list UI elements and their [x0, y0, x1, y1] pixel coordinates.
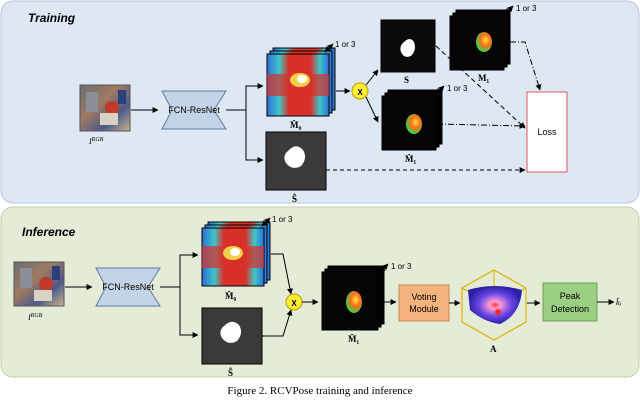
training-m1-stack [449, 9, 511, 71]
inference-input-label: IRGB [27, 313, 43, 322]
inference-m1-note-icon [379, 263, 389, 273]
svg-text:X: X [357, 88, 363, 97]
training-m0-note-icon [324, 43, 334, 53]
figure-caption: Figure 2. RCVPose training and inference [227, 385, 412, 397]
inference-s-hat-label: Ŝ [228, 368, 233, 378]
voting-module-label-2: Module [409, 304, 439, 314]
training-m1-label: M₁ [478, 73, 489, 83]
training-input-image [79, 84, 131, 132]
inference-s-hat-image [201, 307, 263, 365]
training-s-label: S [404, 75, 409, 85]
loss-label: Loss [537, 127, 557, 137]
accumulator-label: A [490, 344, 497, 354]
inference-network-label: FCN-ResNet [102, 282, 154, 292]
training-network-block [161, 90, 227, 130]
training-s-hat-label: Ŝ [292, 194, 297, 204]
inference-input-image [13, 261, 65, 307]
inference-m0-note: 1 or 3 [272, 215, 293, 224]
training-m0-stack [266, 47, 336, 117]
training-m1-hat-label: M̂₁ [405, 154, 416, 164]
inference-m1-note: 1 or 3 [391, 262, 412, 271]
inference-m0-stack [201, 221, 271, 287]
training-m1-hat-note: 1 or 3 [447, 84, 468, 93]
training-network-label: FCN-ResNet [168, 105, 220, 115]
training-m1-note-icon [504, 5, 514, 15]
voting-module-label: Voting [411, 292, 436, 302]
training-s-image [380, 19, 436, 73]
inference-title: Inference [22, 225, 76, 239]
training-m1-hat-stack [381, 89, 443, 151]
training-multiply-node: X [351, 82, 369, 100]
inference-panel [0, 206, 640, 378]
svg-text:X: X [291, 299, 297, 308]
training-s-hat-image [265, 131, 327, 191]
training-input-label: IRGB [88, 137, 104, 146]
loss-box [526, 91, 568, 173]
peak-detection-box [542, 282, 598, 322]
training-m0-label: M̂₀ [290, 120, 301, 130]
inference-m0-note-icon [261, 217, 271, 227]
output-keypoint-label: k̂ⱼ [616, 296, 622, 307]
training-title: Training [28, 11, 76, 25]
voting-module-box [398, 284, 450, 322]
training-m1-hat-note-icon [435, 85, 445, 95]
accumulator-volume [461, 269, 527, 341]
inference-m1-hat-stack [321, 265, 385, 331]
inference-m0-label: M̂₀ [225, 291, 236, 301]
inference-m1-label: M̂₁ [348, 334, 359, 344]
peak-detection-label: Peak [560, 291, 581, 301]
inference-multiply-node: X [285, 293, 303, 311]
training-m1-note: 1 or 3 [516, 4, 537, 13]
peak-detection-label-2: Detection [551, 304, 589, 314]
training-m0-note: 1 or 3 [335, 40, 356, 49]
inference-network-block [95, 267, 161, 307]
